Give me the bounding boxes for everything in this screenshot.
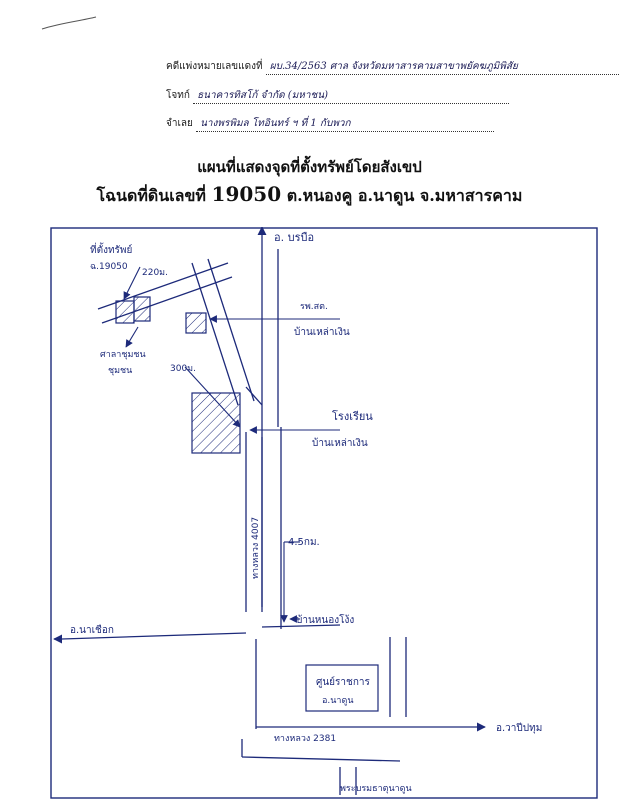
community-center-label-1: ศาลาชุมชน	[100, 350, 146, 360]
road-2381-label: ทางหลวง 2381	[274, 734, 336, 744]
top-destination-label: อ. บรบือ	[274, 231, 314, 244]
case-number-value: ผบ.34/2563 ศาล จังหวัดมหาสารคามสาขาพยัคฆ…	[265, 59, 619, 75]
road-4007-label: ทางหลวง 4007	[251, 517, 261, 579]
deed-label: ฉ.19050	[90, 262, 128, 272]
case-number-label: คดีแพ่งหมายเลขแดงที่	[166, 61, 263, 72]
deed-title-prefix: โฉนดที่ดินเลขที่	[96, 186, 206, 205]
map-border	[50, 227, 598, 799]
defendant-value: นางพรพิมล โทอินทร์ ฯ ที่ 1 กับพวก	[196, 116, 495, 132]
map-title: แผนที่แสดงจุดที่ตั้งทรัพย์โดยสังเขป	[197, 158, 422, 176]
adjacent-parcel	[133, 296, 151, 322]
deed-title-suffix: ต.หนองคู อ.นาดูน จ.มหาสารคาม	[286, 186, 523, 205]
village-3-label: บ้านหนองโง้ง	[296, 613, 354, 626]
village-1-label: บ้านเหล่าเงิน	[294, 326, 350, 338]
right-destination-label: อ.วาปีปทุม	[496, 722, 542, 734]
corner-scribble	[41, 16, 97, 30]
property-parcel	[115, 300, 135, 324]
village-2-label: บ้านเหล่าเงิน	[312, 437, 368, 449]
government-center-box	[305, 664, 379, 712]
school-building	[191, 392, 241, 454]
defendant-row: จำเลย นางพรพิมล โทอินทร์ ฯ ที่ 1 กับพวก	[166, 116, 495, 132]
school-label: โรงเรียน	[332, 409, 373, 423]
government-center-label-2: อ.นาดูน	[322, 696, 353, 706]
bottom-landmark-label: พระบรมธาตุนาดูน	[340, 784, 412, 794]
location-map: อ. บรบือ ที่ตั้งทรัพย์ ฉ.19050 220ม. รพ.…	[50, 227, 598, 799]
property-label: ที่ตั้งทรัพย์	[90, 242, 132, 256]
map-arrows	[123, 266, 340, 623]
plaintiff-label: โจทก์	[166, 90, 190, 101]
plaintiff-value: ธนาคารทิสโก้ จำกัด (มหาชน)	[193, 88, 510, 104]
plaintiff-row: โจทก์ ธนาคารทิสโก้ จำกัด (มหาชน)	[166, 88, 510, 104]
deed-title: โฉนดที่ดินเลขที่ 19050 ต.หนองคู อ.นาดูน …	[0, 182, 619, 209]
distance-220-label: 220ม.	[142, 268, 168, 278]
health-station-label: รพ.สต.	[300, 302, 328, 312]
distance-45-label: 4.5กม.	[288, 537, 320, 548]
deed-number: 19050	[211, 182, 282, 206]
distance-300-label: 300ม.	[170, 364, 196, 374]
health-station-building	[185, 312, 207, 334]
case-number-row: คดีแพ่งหมายเลขแดงที่ ผบ.34/2563 ศาล จังห…	[166, 59, 619, 75]
defendant-label: จำเลย	[166, 118, 193, 129]
map-text: อ. บรบือ ที่ตั้งทรัพย์ ฉ.19050 220ม. รพ.…	[70, 231, 542, 794]
left-destination-label: อ.นาเชือก	[70, 624, 114, 636]
government-center-label-1: ศูนย์ราชการ	[316, 676, 370, 688]
community-center-label-2: ชุมชน	[108, 366, 132, 376]
